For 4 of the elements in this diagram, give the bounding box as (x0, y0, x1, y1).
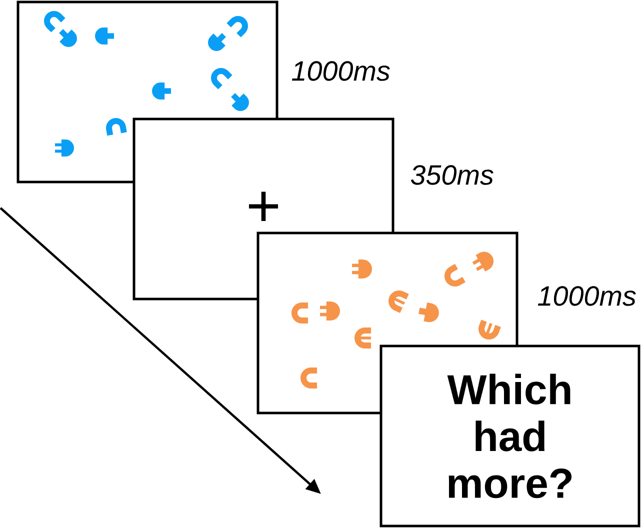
duration-label: 350ms (410, 165, 494, 185)
screen-box: Which had more? (380, 344, 640, 528)
duration-label: 1000ms (538, 286, 636, 306)
duration-label: 1000ms (292, 61, 390, 81)
